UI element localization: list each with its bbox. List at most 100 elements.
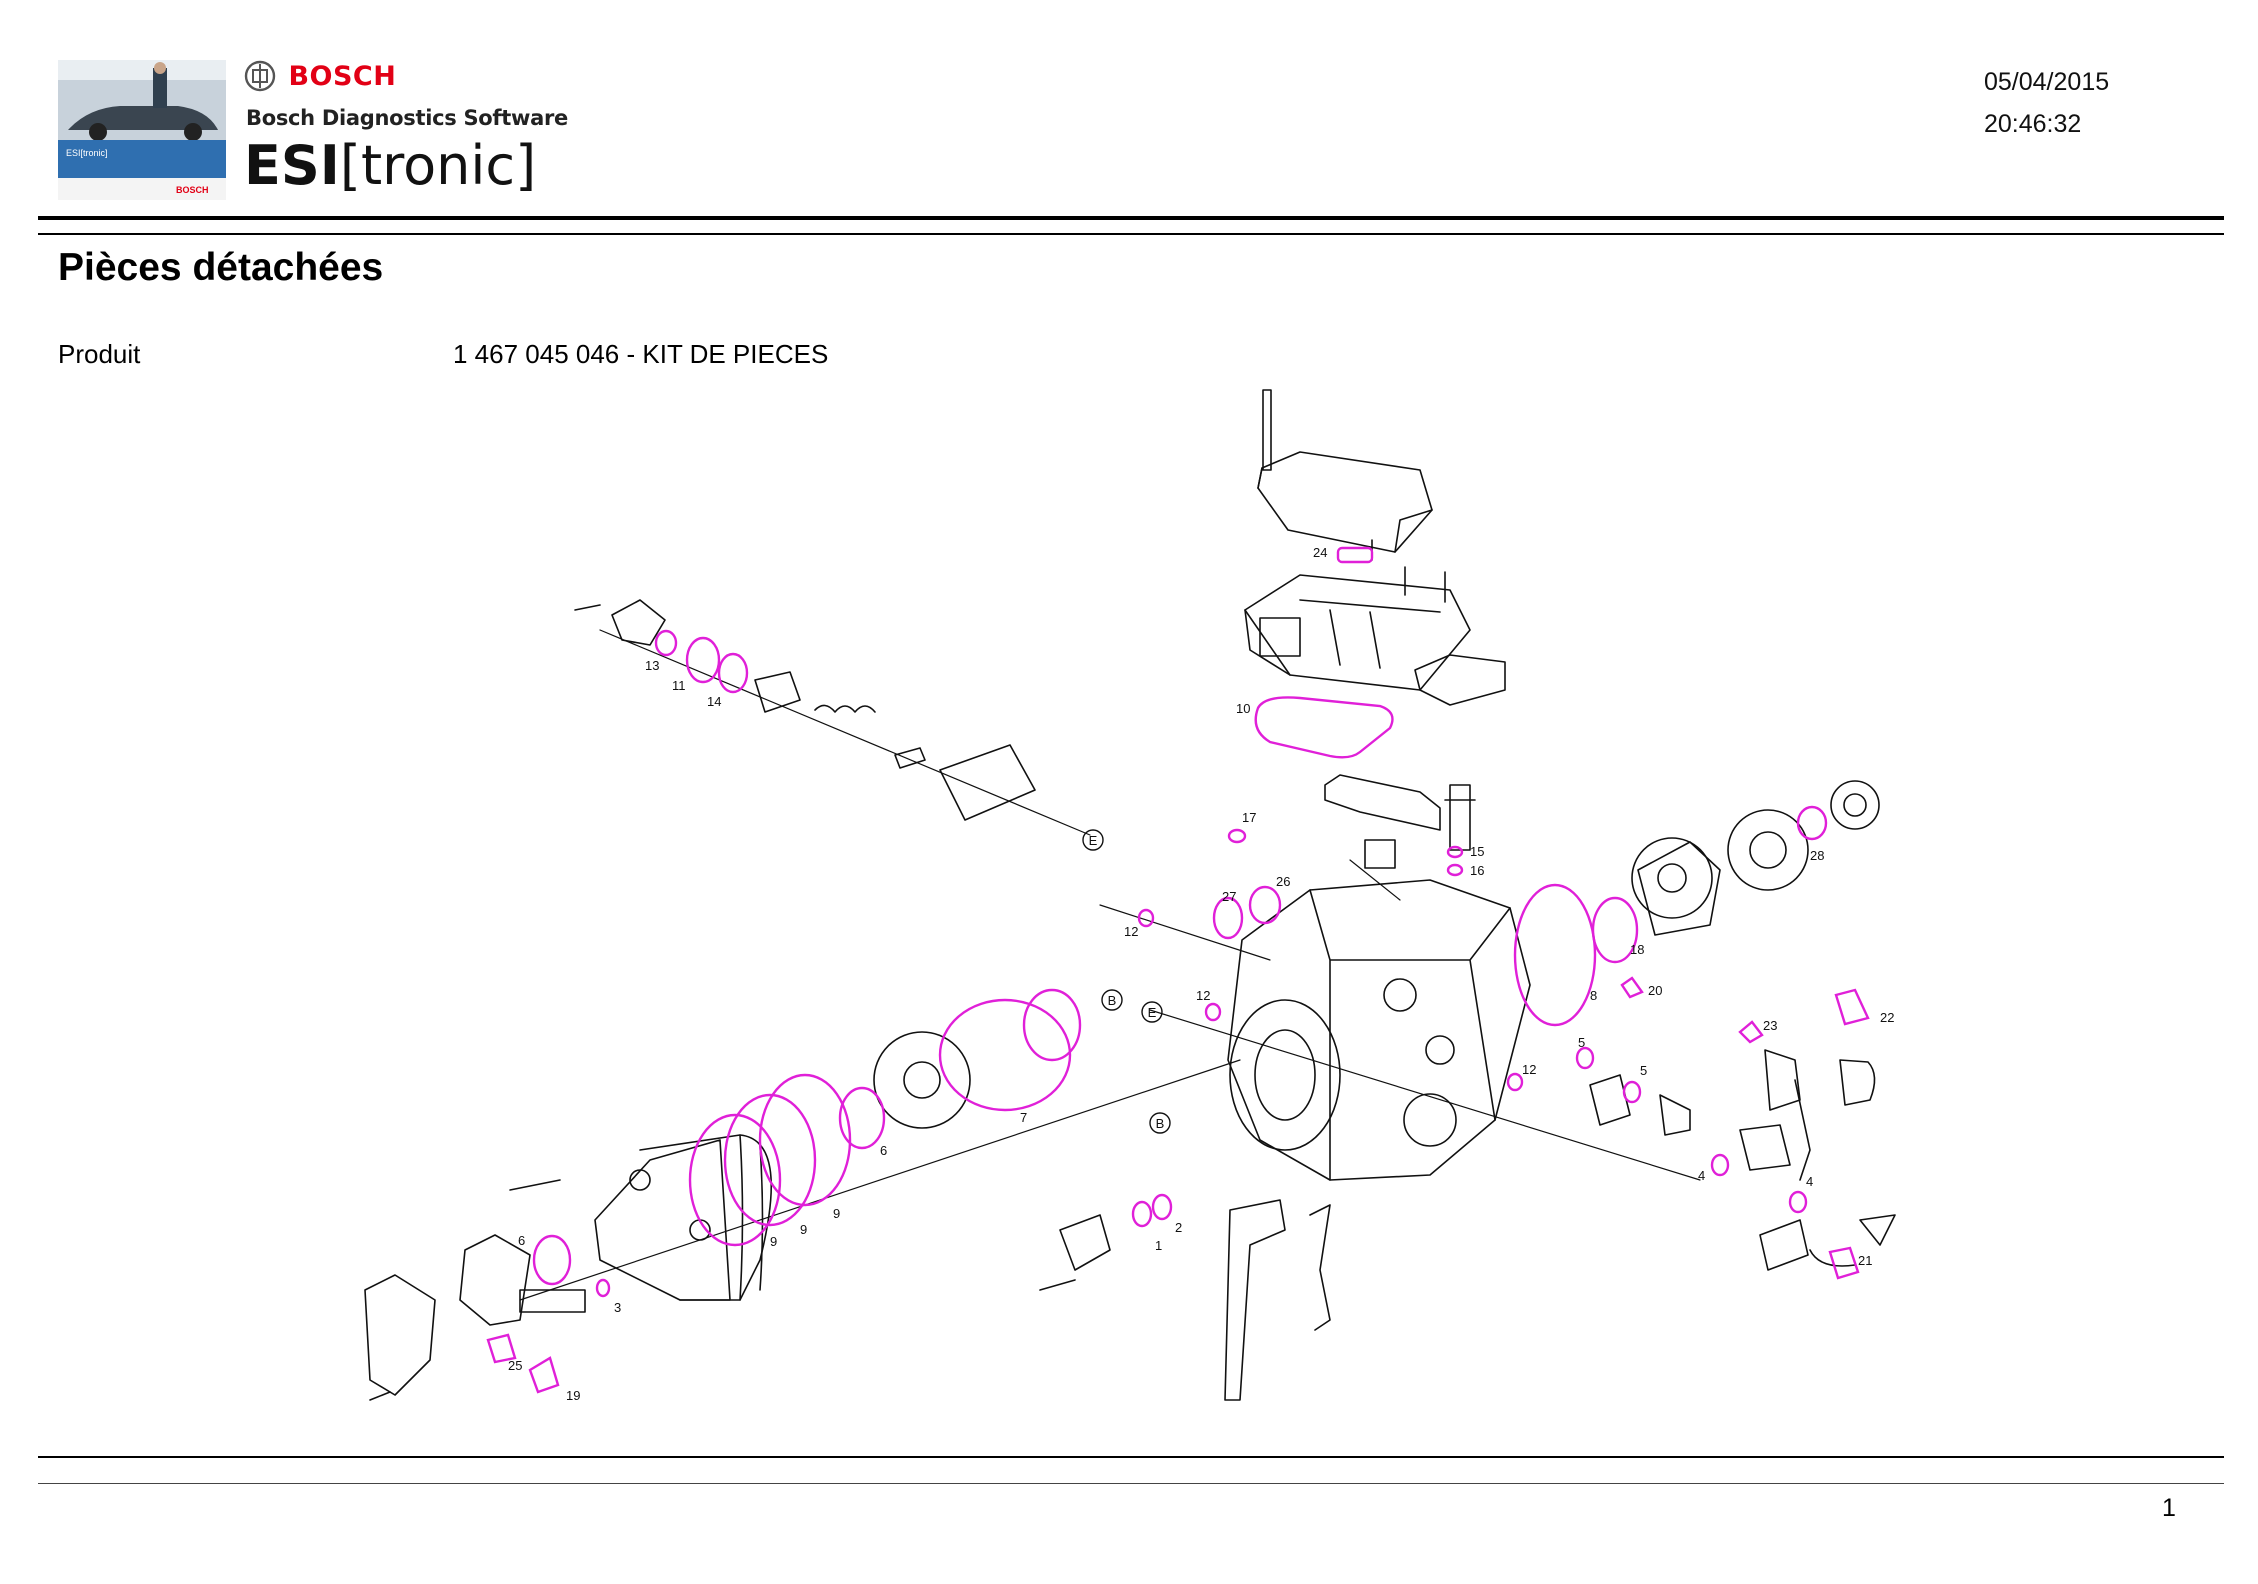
seal-26 bbox=[1248, 885, 1282, 925]
logo-light: [tronic] bbox=[339, 134, 537, 197]
nut bbox=[1830, 780, 1880, 830]
o-ring-7 bbox=[938, 998, 1072, 1112]
callout-6: 6 bbox=[880, 1143, 887, 1158]
seal-27 bbox=[1212, 896, 1244, 940]
o-ring-9c bbox=[688, 1113, 782, 1247]
footer-divider bbox=[38, 1456, 2224, 1458]
footer-divider-thin bbox=[38, 1483, 2224, 1484]
logo-strong: ESI bbox=[244, 134, 340, 197]
exploded-parts-diagram: E E B B 13 11 14 24 10 17 15 16 26 27 12… bbox=[364, 389, 1896, 1403]
callout-27: 27 bbox=[1222, 889, 1236, 904]
o-ring-9b bbox=[723, 1093, 817, 1227]
seal-3 bbox=[595, 1278, 611, 1298]
product-label: Produit bbox=[58, 339, 141, 369]
seal-14 bbox=[717, 652, 749, 694]
seal-11 bbox=[685, 636, 721, 684]
seal-5b bbox=[1622, 1080, 1642, 1104]
cap-22 bbox=[1834, 988, 1870, 1026]
callout-8: 8 bbox=[1590, 988, 1597, 1003]
cap-23 bbox=[1738, 1020, 1764, 1044]
control-unit-cover bbox=[1257, 451, 1433, 553]
seal-16 bbox=[1446, 863, 1464, 877]
ref-letter-b1: B bbox=[1108, 993, 1117, 1008]
callout-17: 17 bbox=[1242, 810, 1256, 825]
print-time: 20:46:32 bbox=[1984, 110, 2082, 138]
cap-25 bbox=[486, 1333, 517, 1364]
esitronic-logo: ESI[tronic] bbox=[244, 134, 536, 198]
banjo-fitting bbox=[1589, 1074, 1631, 1126]
page-number: 1 bbox=[2162, 1494, 2176, 1522]
o-ring-6 bbox=[838, 1086, 886, 1150]
washer bbox=[873, 1031, 971, 1129]
callout-19: 19 bbox=[566, 1388, 580, 1403]
software-name: Bosch Diagnostics Software bbox=[246, 106, 568, 130]
callout-26: 26 bbox=[1276, 874, 1290, 889]
cam-lever bbox=[1224, 1199, 1286, 1401]
header-thumbnail-image: ESI[tronic] BOSCH bbox=[58, 60, 226, 200]
callout-14: 14 bbox=[707, 694, 721, 709]
callout-21: 21 bbox=[1858, 1253, 1872, 1268]
callout-5a: 5 bbox=[1578, 1035, 1585, 1050]
o-ring-8 bbox=[1513, 883, 1597, 1027]
callout-10: 10 bbox=[1236, 701, 1250, 716]
callout-5b: 5 bbox=[1640, 1063, 1647, 1078]
seal-17 bbox=[1227, 828, 1247, 844]
ref-letter-e2: E bbox=[1148, 1005, 1157, 1020]
cap-21 bbox=[1828, 1246, 1860, 1280]
callout-4a: 4 bbox=[1698, 1168, 1705, 1183]
flange-plate bbox=[574, 599, 666, 646]
gasket-10 bbox=[1254, 696, 1394, 759]
control-unit-housing bbox=[1244, 574, 1471, 691]
callout-15: 15 bbox=[1470, 844, 1484, 859]
callout-24: 24 bbox=[1313, 545, 1327, 560]
callout-18: 18 bbox=[1630, 942, 1644, 957]
long-bolt bbox=[1262, 389, 1272, 471]
pump-cover-plate bbox=[364, 1274, 436, 1396]
connector bbox=[1414, 654, 1506, 706]
bosch-logo: BOSCH bbox=[244, 60, 396, 92]
seal-13 bbox=[654, 629, 678, 657]
callout-9b: 9 bbox=[800, 1222, 807, 1237]
callout-1: 1 bbox=[1155, 1238, 1162, 1253]
callout-9c: 9 bbox=[770, 1234, 777, 1249]
end-flange bbox=[594, 1139, 731, 1301]
callout-13: 13 bbox=[645, 658, 659, 673]
drive-plate bbox=[1727, 809, 1809, 891]
callout-11: 11 bbox=[672, 678, 686, 693]
gasket-24 bbox=[1336, 546, 1374, 564]
seal-5a bbox=[1575, 1046, 1595, 1070]
callout-16: 16 bbox=[1470, 863, 1484, 878]
seal-12b bbox=[1204, 1002, 1222, 1022]
callout-7: 7 bbox=[1020, 1110, 1027, 1125]
seal-12a bbox=[1137, 908, 1155, 928]
seal-28 bbox=[1796, 805, 1828, 841]
seal-4b bbox=[1788, 1190, 1808, 1214]
callout-3: 3 bbox=[614, 1300, 621, 1315]
sensor bbox=[1444, 784, 1476, 851]
callout-23: 23 bbox=[1763, 1018, 1777, 1033]
header-divider-thin bbox=[38, 233, 2224, 235]
thumb-brand: BOSCH bbox=[176, 185, 209, 195]
callout-9a: 9 bbox=[833, 1206, 840, 1221]
ref-letter-b2: B bbox=[1156, 1116, 1165, 1131]
callout-4b: 4 bbox=[1806, 1174, 1813, 1189]
o-ring-b bbox=[1022, 988, 1082, 1062]
callout-6b: 6 bbox=[518, 1233, 525, 1248]
callout-22: 22 bbox=[1880, 1010, 1894, 1025]
cap-20 bbox=[1620, 976, 1644, 999]
seal-12c bbox=[1506, 1072, 1524, 1092]
seal-1 bbox=[1131, 1200, 1153, 1228]
callout-25: 25 bbox=[508, 1358, 522, 1373]
seal-18 bbox=[1591, 896, 1639, 964]
bosch-armature-icon bbox=[244, 60, 276, 92]
callout-12b: 12 bbox=[1196, 988, 1210, 1003]
thumb-label: ESI[tronic] bbox=[66, 148, 108, 158]
callout-20: 20 bbox=[1648, 983, 1662, 998]
o-ring-9a bbox=[758, 1073, 852, 1207]
print-date: 05/04/2015 bbox=[1984, 68, 2110, 96]
callout-28: 28 bbox=[1810, 848, 1824, 863]
cap-19 bbox=[528, 1356, 560, 1394]
o-ring-6b bbox=[532, 1234, 572, 1286]
distributor-head bbox=[459, 1234, 531, 1326]
callout-2: 2 bbox=[1175, 1220, 1182, 1235]
